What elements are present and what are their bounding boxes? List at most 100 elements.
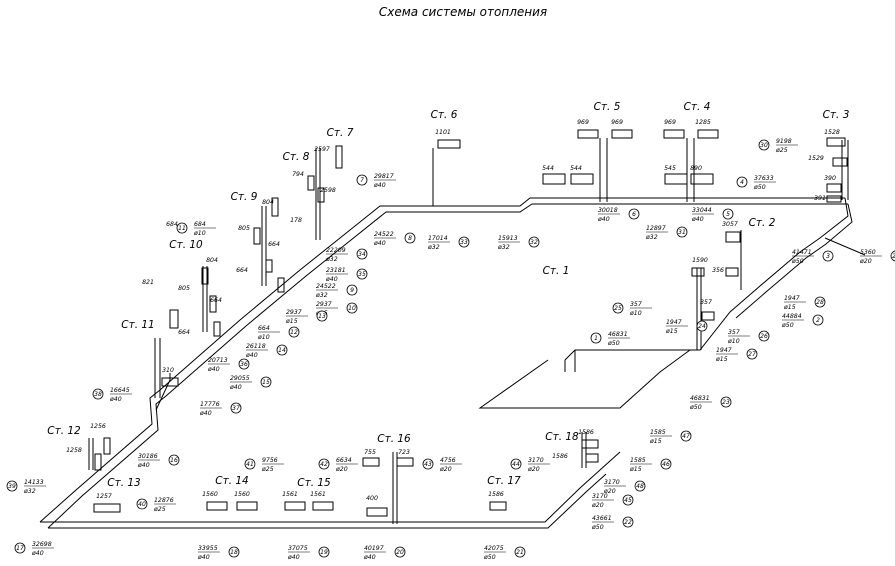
section-flow: 42075 (484, 545, 504, 552)
section-number-circle (244, 458, 256, 470)
section-number-circle (890, 250, 895, 262)
section-number-circle (660, 458, 672, 470)
section-number: 28 (816, 299, 824, 306)
riser-label-st9: Ст. 9 (231, 191, 258, 203)
radiator-load-label: 391 (814, 195, 826, 202)
section-number-circle (758, 330, 770, 342)
section-diameter: ø40 (199, 410, 212, 417)
section-diameter: ø40 (691, 216, 704, 223)
section-number: 7 (360, 177, 364, 184)
riser-label-st2: Ст. 2 (749, 217, 776, 229)
section-diameter: ø32 (325, 256, 338, 263)
radiator (542, 173, 566, 185)
section-flow: 17776 (200, 401, 220, 408)
section-diameter: ø15 (629, 466, 642, 473)
section-number: 19 (320, 549, 328, 556)
radiator-load-label: 1560 (234, 491, 250, 498)
diagram-title: Схема системы отопления (379, 5, 547, 19)
section-diameter: ø40 (325, 276, 338, 283)
section-number: 23 (722, 399, 730, 406)
section-number: 41 (246, 461, 254, 468)
section-number: 48 (636, 483, 644, 490)
section-flow: 3170 (592, 493, 608, 500)
section-number: 11 (178, 225, 186, 232)
section-diameter: ø32 (427, 244, 440, 251)
section-number-circle (176, 222, 188, 234)
radiator-load-label: 178 (290, 217, 302, 224)
radiator (437, 139, 461, 149)
riser-label-st5: Ст. 5 (594, 101, 621, 113)
radiator-load-label: 1590 (692, 257, 708, 264)
section-number: 27 (748, 351, 756, 358)
radiator (826, 183, 842, 193)
radiator (489, 501, 507, 511)
radiator-load-label: 1528 (824, 129, 840, 136)
section-number-circle (346, 284, 358, 296)
radiator (284, 501, 306, 511)
riser-label-st18: Ст. 18 (545, 431, 579, 443)
section-flow: 664 (258, 325, 270, 332)
section-number: 13 (318, 313, 326, 320)
radiator (209, 295, 217, 313)
section-number-circle (404, 232, 416, 244)
section-number: 10 (348, 305, 356, 312)
section-diameter: ø15 (783, 304, 796, 311)
section-number: 22 (624, 519, 632, 526)
section-flow: 43661 (592, 515, 612, 522)
riser-label-st10: Ст. 10 (169, 239, 203, 251)
section-number: 12 (290, 329, 298, 336)
section-number-circle (394, 546, 406, 558)
section-number: 15 (262, 379, 270, 386)
riser-label-st13: Ст. 13 (107, 477, 140, 489)
radiator (725, 267, 739, 277)
radiator-load-label: 804 (206, 257, 218, 264)
section-diameter: ø50 (591, 524, 604, 531)
radiator-load-label: 969 (577, 119, 589, 126)
section-diameter: ø32 (315, 292, 328, 299)
radiator-load-label: 544 (570, 165, 582, 172)
section-number-circle (260, 376, 272, 388)
radiator (253, 227, 261, 245)
section-number-circle (622, 516, 634, 528)
section-diameter: ø20 (335, 466, 348, 473)
radiator-load-label: 3057 (722, 221, 738, 228)
section-flow: 20713 (208, 357, 228, 364)
section-number-circle (136, 498, 148, 510)
radiator-load-label: 544 (542, 165, 554, 172)
section-flow: 44884 (782, 313, 802, 320)
radiator (317, 187, 325, 203)
radiator (335, 145, 343, 169)
radiator (362, 457, 380, 467)
radiator-load-label: 1586 (578, 429, 594, 436)
radiator-load-label: 1586 (488, 491, 504, 498)
radiator (396, 457, 414, 467)
section-flow: 30018 (598, 207, 618, 214)
section-flow: 357 (728, 329, 740, 336)
section-layer: 146831ø50244884ø50341471ø50437633ø505330… (6, 138, 895, 561)
section-flow: 4756 (440, 457, 456, 464)
section-number-circle (622, 494, 634, 506)
section-number: 6 (632, 211, 636, 218)
section-number: 2 (816, 317, 820, 324)
section-number: 38 (94, 391, 102, 398)
section-flow: 17014 (428, 235, 448, 242)
section-diameter: ø10 (193, 230, 206, 237)
section-flow: 33955 (198, 545, 218, 552)
section-diameter: ø40 (109, 396, 122, 403)
section-number-circle (276, 344, 288, 356)
section-flow: 23181 (326, 267, 346, 274)
radiator (307, 175, 315, 191)
section-flow: 12876 (154, 497, 174, 504)
section-number-circle (746, 348, 758, 360)
section-flow: 46831 (608, 331, 628, 338)
section-number: 31 (678, 229, 686, 236)
section-diameter: ø15 (715, 356, 728, 363)
